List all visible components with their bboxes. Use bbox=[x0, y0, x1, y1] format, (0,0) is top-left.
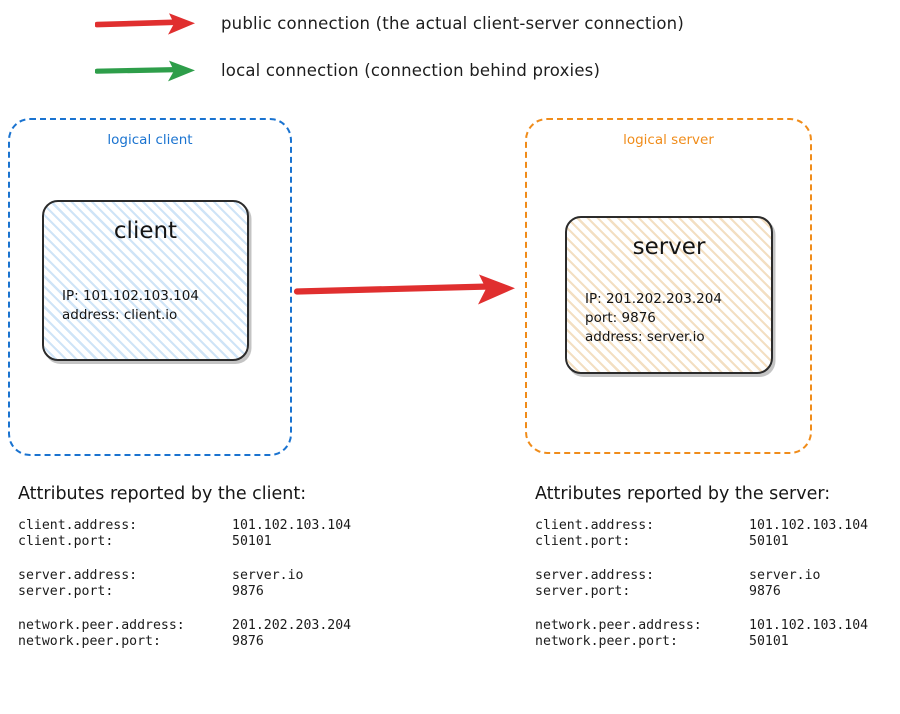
attributes-reported-by-server: Attributes reported by the server: clien… bbox=[535, 484, 868, 650]
attr-key: network.peer.port: bbox=[18, 634, 161, 649]
spacer-cell bbox=[749, 550, 868, 568]
attr-value: 9876 bbox=[232, 634, 264, 649]
table-row-spacer bbox=[18, 550, 351, 568]
right-arrow-icon bbox=[95, 13, 195, 35]
attr-value: 101.102.103.104 bbox=[232, 518, 352, 533]
table-row: network.peer.port: 50101 bbox=[535, 634, 868, 650]
table-row: server.port: 9876 bbox=[18, 584, 351, 600]
attr-value: 101.102.103.104 bbox=[749, 518, 869, 533]
right-arrow-icon bbox=[95, 60, 195, 82]
server-node-line: address: server.io bbox=[585, 329, 705, 346]
legend-item-local-connection: local connection (connection behind prox… bbox=[95, 57, 600, 83]
attr-key: network.peer.port: bbox=[535, 634, 678, 649]
attributes-reported-by-client: Attributes reported by the client: clien… bbox=[18, 484, 351, 650]
attr-key: client.port: bbox=[18, 534, 114, 549]
table-row: server.address: server.io bbox=[535, 568, 868, 584]
spacer-cell bbox=[232, 600, 351, 618]
table-row: network.peer.address: 101.102.103.104 bbox=[535, 618, 868, 634]
attributes-client-heading: Attributes reported by the client: bbox=[18, 484, 307, 504]
attr-key: server.port: bbox=[18, 584, 114, 599]
spacer-cell bbox=[535, 550, 749, 568]
attr-value: 101.102.103.104 bbox=[749, 618, 869, 633]
table-row: client.address: 101.102.103.104 bbox=[535, 518, 868, 534]
attr-value: 50101 bbox=[749, 534, 789, 549]
logical-client-label: logical client bbox=[107, 132, 193, 148]
legend-label-local-connection: local connection (connection behind prox… bbox=[221, 60, 601, 80]
server-node-title: server bbox=[632, 234, 706, 260]
spacer-cell bbox=[18, 550, 232, 568]
server-node-line: port: 9876 bbox=[585, 310, 656, 327]
attr-value: 201.202.203.204 bbox=[232, 618, 352, 633]
attr-key: client.address: bbox=[18, 518, 138, 533]
logical-client-container: logical client bbox=[8, 118, 292, 456]
table-row: client.address: 101.102.103.104 bbox=[18, 518, 351, 534]
client-node-details: IP: 101.102.103.104 address: client.io bbox=[62, 287, 199, 325]
spacer-cell bbox=[232, 550, 351, 568]
public-connection-arrow bbox=[293, 274, 515, 305]
attr-key: network.peer.address: bbox=[18, 618, 185, 633]
spacer-cell bbox=[535, 600, 749, 618]
table-row: server.port: 9876 bbox=[535, 584, 868, 600]
legend-label-public-connection: public connection (the actual client-ser… bbox=[221, 13, 684, 33]
attr-key: client.port: bbox=[535, 534, 631, 549]
table-row: network.peer.address: 201.202.203.204 bbox=[18, 618, 351, 634]
client-node-line: IP: 101.102.103.104 bbox=[62, 288, 199, 304]
logical-server-label: logical server bbox=[623, 132, 714, 148]
table-row-spacer bbox=[535, 550, 868, 568]
table-row: client.port: 50101 bbox=[535, 534, 868, 550]
attr-value: 9876 bbox=[232, 584, 264, 599]
attr-value: server.io bbox=[749, 568, 821, 583]
table-row-spacer bbox=[535, 600, 868, 618]
server-node-line: IP: 201.202.203.204 bbox=[585, 291, 722, 307]
attr-key: server.address: bbox=[18, 568, 138, 583]
attr-value: 9876 bbox=[749, 584, 781, 599]
attr-value: 50101 bbox=[232, 534, 272, 549]
spacer-cell bbox=[749, 600, 868, 618]
table-row: network.peer.port: 9876 bbox=[18, 634, 351, 650]
client-node: client IP: 101.102.103.104 address: clie… bbox=[42, 200, 249, 361]
attributes-client-table: client.address: 101.102.103.104 client.p… bbox=[18, 518, 351, 650]
client-node-title: client bbox=[113, 218, 178, 244]
attr-value: server.io bbox=[232, 568, 304, 583]
attr-key: server.address: bbox=[535, 568, 655, 583]
attributes-server-table: client.address: 101.102.103.104 client.p… bbox=[535, 518, 868, 650]
logical-server-container: logical server bbox=[525, 118, 812, 454]
attr-key: network.peer.address: bbox=[535, 618, 702, 633]
server-node: server IP: 201.202.203.204 port: 9876 ad… bbox=[565, 216, 773, 374]
table-row: server.address: server.io bbox=[18, 568, 351, 584]
attr-key: client.address: bbox=[535, 518, 655, 533]
table-row-spacer bbox=[18, 600, 351, 618]
client-node-line: address: client.io bbox=[62, 307, 178, 324]
server-node-details: IP: 201.202.203.204 port: 9876 address: … bbox=[585, 290, 722, 347]
legend-item-public-connection: public connection (the actual client-ser… bbox=[95, 10, 684, 36]
attributes-server-heading: Attributes reported by the server: bbox=[535, 484, 831, 504]
attr-value: 50101 bbox=[749, 634, 789, 649]
spacer-cell bbox=[18, 600, 232, 618]
attr-key: server.port: bbox=[535, 584, 631, 599]
table-row: client.port: 50101 bbox=[18, 534, 351, 550]
